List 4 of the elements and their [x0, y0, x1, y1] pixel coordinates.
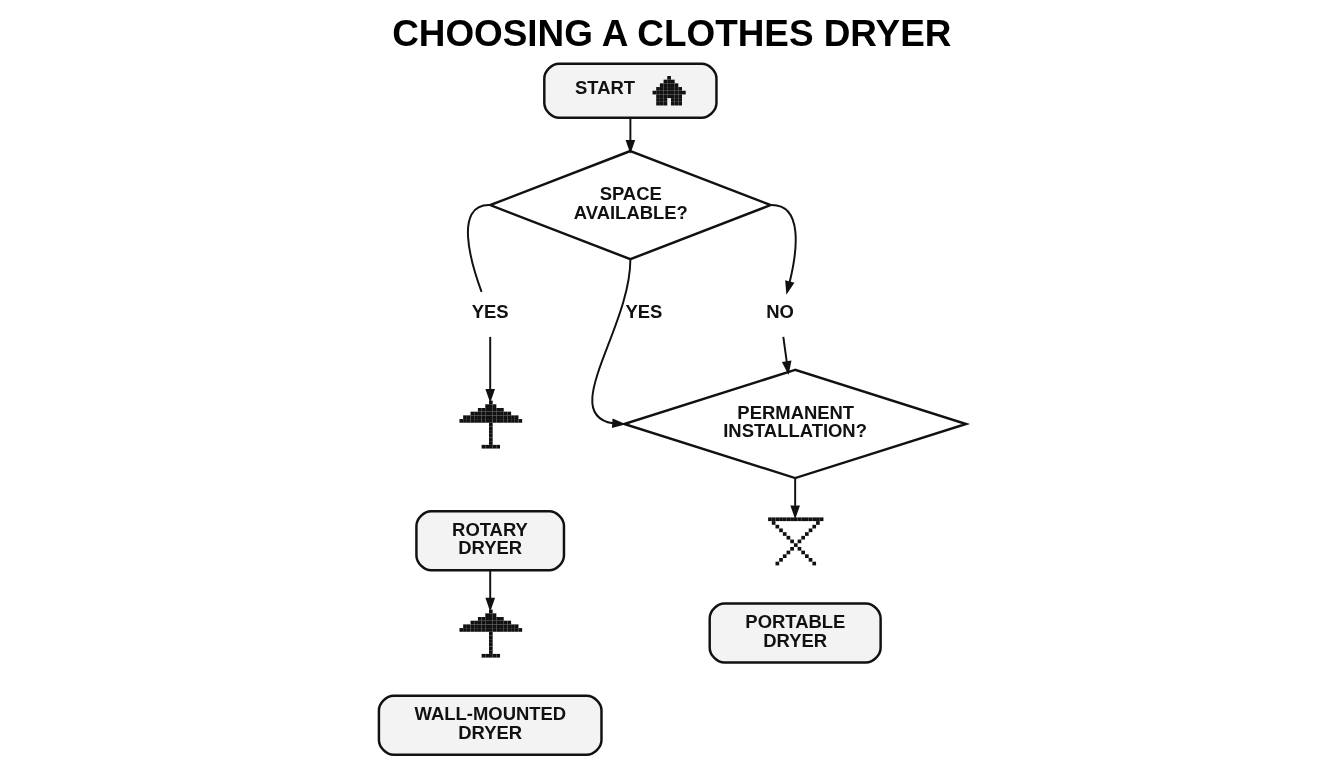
node-text: YES: [471, 300, 509, 322]
diagram-title: CHOOSING A CLOTHES DRYER: [391, 13, 951, 55]
node-text: NO: [765, 300, 794, 322]
edge-label: YES: [624, 300, 662, 322]
